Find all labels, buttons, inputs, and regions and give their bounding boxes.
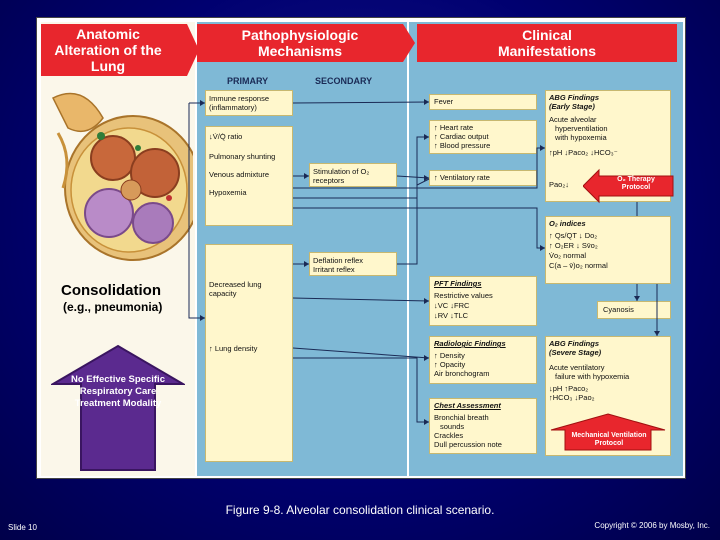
- abg-severe-l3: ↓pH ↑Paco₂: [549, 384, 589, 393]
- immune-response: Immune response (inflammatory): [209, 94, 270, 112]
- heart-box: [429, 120, 537, 154]
- pft-vc-frc: ↓VC ↓FRC: [434, 301, 470, 310]
- header-clinical: Clinical Manifestations: [417, 24, 677, 62]
- deflation-box: [309, 252, 397, 276]
- lung-density: ↑ Lung density: [209, 344, 258, 353]
- lung-illustration: [51, 92, 193, 261]
- abg-severe-l4: ↑HCO₃ ↓Pao₂: [549, 393, 595, 402]
- abg-early-line1: Acute alveolar: [549, 115, 597, 124]
- abg-severe-title-2: (Severe Stage): [549, 348, 602, 357]
- cardiac-output: ↑ Cardiac output: [434, 132, 489, 141]
- o2-indices-box: [545, 216, 671, 284]
- slide-number: Slide 10: [8, 523, 37, 532]
- o2-indices-l4: C(a – v̄)o₂ normal: [549, 261, 608, 270]
- fever-box: [429, 94, 537, 110]
- o2-therapy-label: O₂ Therapy Protocol: [617, 176, 655, 191]
- radiologic-opacity: ↑ Opacity: [434, 360, 466, 369]
- radiologic-box: [429, 336, 537, 384]
- heart-rate: ↑ Heart rate: [434, 123, 474, 132]
- radiologic-title: Radiologic Findings: [434, 339, 506, 348]
- stimulation-box: [309, 163, 397, 187]
- decreased-lung-capacity: Decreased lung capacity: [209, 280, 262, 298]
- abg-severe-l2: failure with hypoxemia: [555, 372, 630, 381]
- blood-pressure: ↑ Blood pressure: [434, 141, 491, 150]
- mech-vent-arrow[interactable]: [549, 412, 667, 452]
- header-anatomic: Anatomic Alteration of the Lung: [41, 24, 199, 76]
- air-bronchogram: Air bronchogram: [434, 369, 490, 378]
- cyanosis-box: [597, 301, 671, 319]
- abg-early-values: ↑pH ↓Paco₂ ↓HCO₃⁻: [549, 148, 618, 157]
- abg-severe-l1: Acute ventilatory: [549, 363, 605, 372]
- o2-therapy-arrow[interactable]: [583, 168, 675, 204]
- chest-title: Chest Assessment: [434, 401, 501, 410]
- copyright: Copyright © 2006 by Mosby, Inc.: [594, 521, 710, 530]
- pft-box: [429, 276, 537, 326]
- vq-box: [205, 126, 293, 226]
- abg-early-title-1: ABG Findings: [549, 93, 599, 102]
- abg-severe-title-1: ABG Findings: [549, 339, 599, 348]
- immune-box: [205, 90, 293, 116]
- chest-dull-percussion: Dull percussion note: [434, 440, 502, 449]
- connector-lines: [188, 99, 660, 425]
- pft-title: PFT Findings: [434, 279, 482, 288]
- chest-crackles: Crackles: [434, 431, 464, 440]
- header-pathophysiologic: Pathophysiologic Mechanisms: [197, 24, 415, 62]
- vq-ratio: ↓V̇/Q̇ ratio: [209, 132, 243, 141]
- radiologic-density: ↑ Density: [434, 351, 465, 360]
- o2-indices-l3: V̇o₂ normal: [549, 251, 587, 260]
- chest-box: [429, 398, 537, 454]
- no-treatment-arrow: [51, 344, 185, 471]
- no-treatment-text: No Effective Specific Respiratory Care T…: [71, 374, 165, 409]
- consolidation-subtitle: (e.g., pneumonia): [63, 300, 163, 314]
- o2-indices-l1: ↑ Qs/QT ↓ Do₂: [549, 231, 598, 240]
- pft-restrictive: Restrictive values: [434, 291, 493, 300]
- o2-indices-l2: ↑ O₂ER ↓ Sv̄o₂: [549, 241, 598, 250]
- fever: Fever: [434, 97, 454, 106]
- mech-vent-label: Mechanical Ventilation Protocol: [571, 432, 647, 447]
- chest-sounds: sounds: [440, 422, 465, 431]
- stimulation-o2: Stimulation of O₂ receptors: [313, 167, 370, 185]
- deflation-reflex: Deflation reflex Irritant reflex: [313, 256, 364, 274]
- chest-bronchial: Bronchial breath: [434, 413, 489, 422]
- abg-early-line2: hyperventilation: [555, 124, 608, 133]
- pft-rv-tlc: ↓RV ↓TLC: [434, 311, 469, 320]
- venous-admixture: Venous admixture: [209, 170, 270, 179]
- o2-indices-title: O₂ indices: [549, 219, 586, 228]
- hypoxemia: Hypoxemia: [209, 188, 247, 197]
- consolidation-title: Consolidation: [61, 282, 161, 299]
- lung-capacity-box: [205, 244, 293, 462]
- pulmonary-shunting: Pulmonary shunting: [209, 152, 276, 161]
- abg-early-title-2: (Early Stage): [549, 102, 595, 111]
- abg-early-line3: with hypoxemia: [555, 133, 607, 142]
- secondary-label: SECONDARY: [315, 76, 373, 86]
- figure-caption: Figure 9-8. Alveolar consolidation clini…: [225, 503, 495, 517]
- abg-early-pao2: Pao₂↓: [549, 180, 570, 189]
- figure: Anatomic Alteration of the Lung Pathophy…: [36, 17, 686, 479]
- cyanosis: Cyanosis: [603, 305, 634, 314]
- primary-label: PRIMARY: [227, 76, 269, 86]
- ventilatory-rate: ↑ Ventilatory rate: [434, 173, 490, 182]
